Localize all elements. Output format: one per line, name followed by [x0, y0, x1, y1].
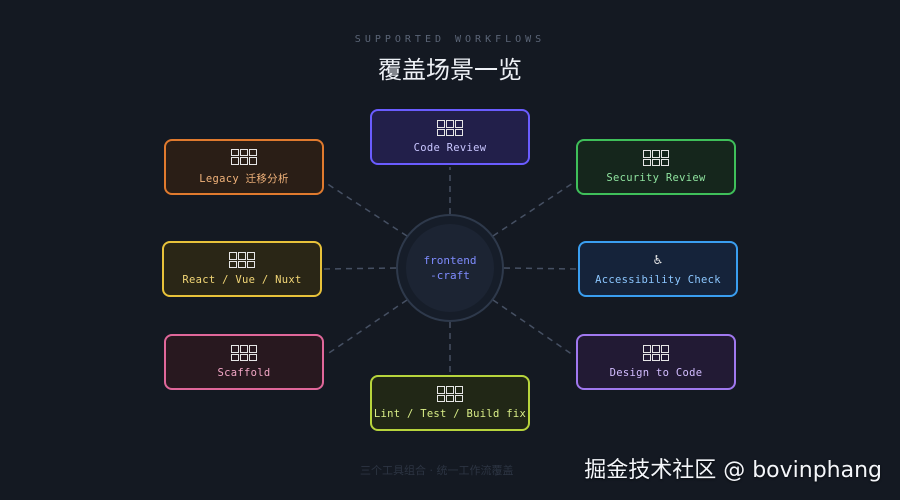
node-accessibility-check: ♿ Accessibility Check [578, 241, 738, 297]
node-label: Scaffold [217, 367, 271, 379]
node-legacy: Legacy 迁移分析 [164, 139, 324, 195]
grid-icon [231, 345, 257, 361]
node-label: Legacy 迁移分析 [199, 172, 289, 185]
node-code-review: Code Review [370, 109, 530, 165]
footer-caption: 三个工具组合 · 统一工作流覆盖 [360, 464, 514, 477]
grid-icon [229, 252, 255, 268]
node-security-review: Security Review [576, 139, 736, 195]
wheelchair-icon: ♿ [653, 252, 663, 268]
connector-react-vue-nuxt [322, 267, 397, 270]
section-eyebrow: SUPPORTED WORKFLOWS [354, 34, 546, 45]
connector-security-review [492, 182, 574, 237]
connector-accessibility-check [503, 267, 578, 270]
node-label: Accessibility Check [595, 274, 721, 286]
hub-label: frontend -craft [415, 253, 485, 283]
node-label: Design to Code [609, 367, 703, 379]
node-label: React / Vue / Nuxt [182, 274, 302, 286]
grid-icon [643, 150, 669, 166]
connector-legacy [325, 182, 408, 237]
hub-label-line-2: -craft [430, 269, 470, 282]
grid-icon [437, 386, 463, 402]
grid-icon [643, 345, 669, 361]
node-label: Security Review [606, 172, 706, 184]
watermark: 掘金技术社区 @ bovinphang [584, 458, 882, 483]
node-react-vue-nuxt: React / Vue / Nuxt [162, 241, 322, 297]
hub-label-line-1: frontend [423, 254, 477, 267]
grid-icon [437, 120, 463, 136]
node-label: Code Review [413, 142, 487, 154]
node-label: Lint / Test / Build fix [373, 408, 527, 420]
page-title: 覆盖场景一览 [378, 56, 522, 84]
hub-circle: frontend -craft [396, 214, 504, 322]
grid-icon [231, 148, 257, 165]
node-scaffold: Scaffold [164, 334, 324, 390]
connector-scaffold [325, 299, 408, 356]
connector-design-to-code [492, 299, 574, 356]
node-lint-test-build: Lint / Test / Build fix [370, 375, 530, 431]
node-design-to-code: Design to Code [576, 334, 736, 390]
